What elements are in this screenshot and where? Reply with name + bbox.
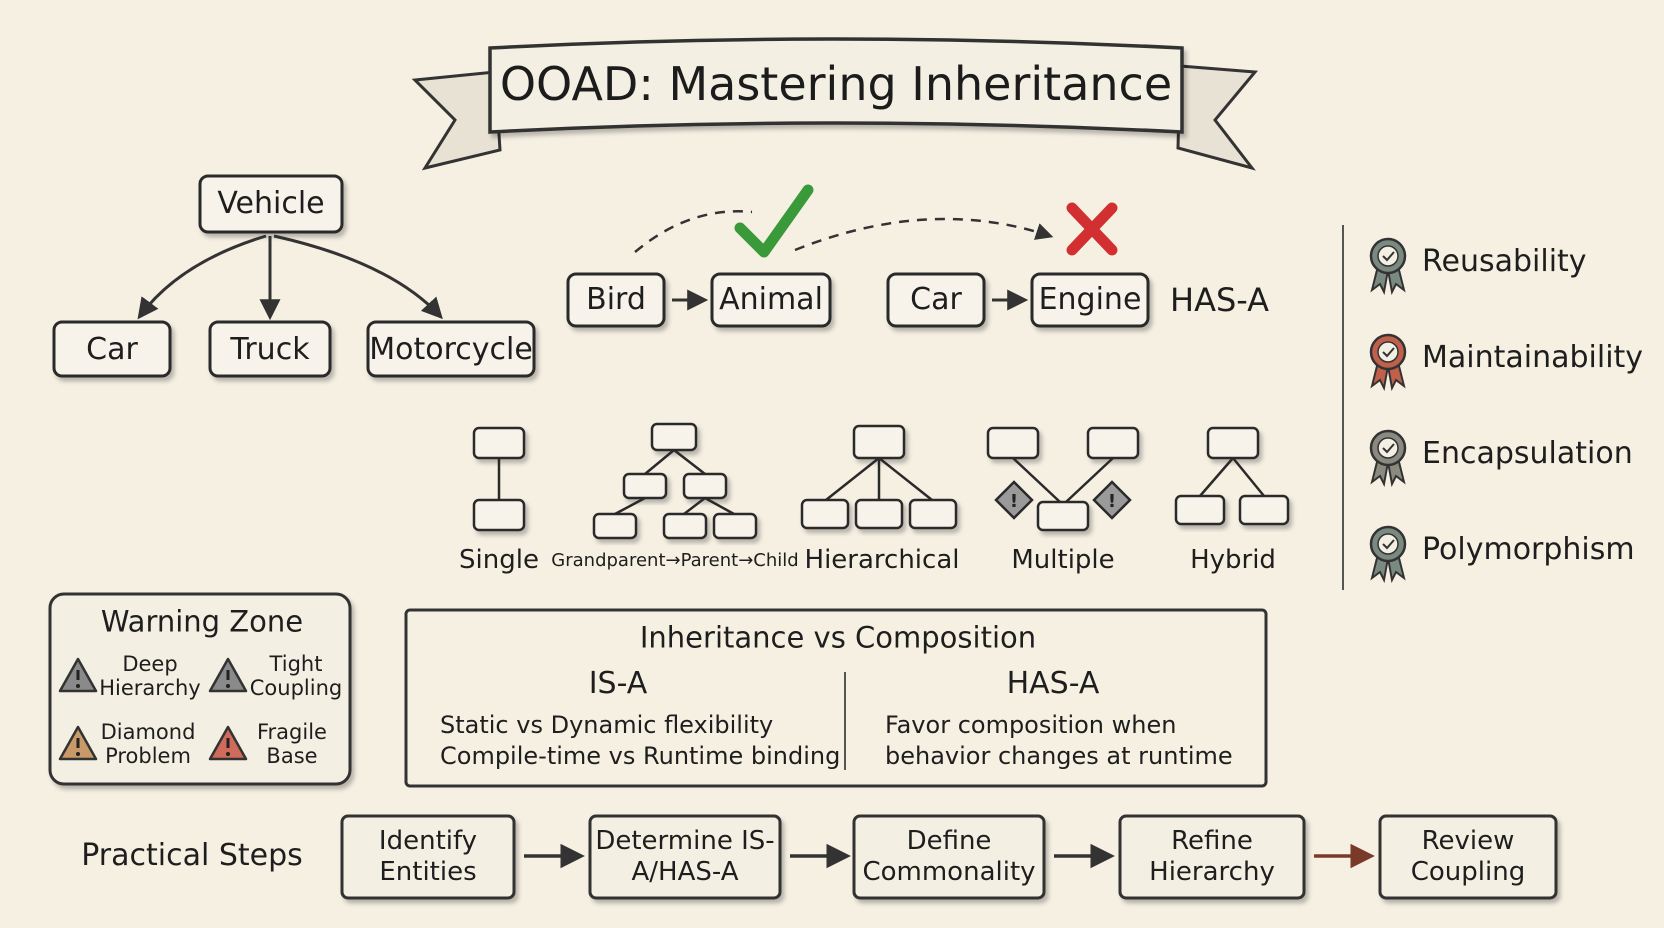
svg-text:!: ! (1108, 491, 1116, 512)
step-identify-entities: Identify Entities (378, 825, 478, 887)
hierarchical-diagram (800, 424, 958, 530)
warning-zone-box (48, 592, 352, 786)
motorcycle-box (366, 320, 536, 378)
svg-text:!: ! (1010, 491, 1018, 512)
engine-label: Engine (1038, 282, 1142, 317)
award-ribbon-icon (1369, 237, 1407, 296)
step-review-coupling: Review Coupling (1410, 825, 1526, 887)
multilevel-diagram (592, 422, 758, 540)
cross-mark-icon (1066, 202, 1118, 256)
warning-icon (58, 657, 98, 693)
comparison-title: Inheritance vs Composition (639, 620, 1037, 655)
type-label-hierarchical: Hierarchical (804, 545, 960, 575)
car-relation-label: Car (910, 282, 962, 317)
car-relation-box (886, 272, 986, 328)
award-ribbon-icon (1369, 333, 1407, 392)
multiple-diagram (986, 426, 1140, 532)
step-refine-hierarchy: Refine Hierarchy (1149, 825, 1275, 887)
benefit-polymorphism: Polymorphism (1422, 532, 1635, 567)
type-label-multilevel: Grandparent→Parent→Child (551, 550, 799, 571)
warning-icon (208, 657, 248, 693)
has-a-label: HAS-A (1170, 281, 1269, 319)
benefit-encapsulation: Encapsulation (1422, 436, 1633, 471)
award-ribbon-icon (1369, 429, 1407, 488)
benefit-maintainability: Maintainability (1422, 340, 1644, 375)
car-box (52, 320, 172, 378)
warning-icon (58, 725, 98, 761)
hybrid-diagram (1174, 426, 1290, 526)
warning-glyphs: ! ! (1010, 491, 1116, 512)
title-banner (411, 37, 1259, 171)
animal-box (710, 272, 832, 328)
vehicle-tree (52, 174, 536, 378)
warning-deep-hierarchy: Deep Hierarchy (99, 651, 201, 700)
type-label-multiple: Multiple (1011, 545, 1115, 575)
comparison-right-text: Favor composition when behavior changes … (885, 710, 1233, 770)
car-label: Car (86, 332, 138, 367)
check-mark-icon (734, 184, 814, 258)
truck-label: Truck (230, 332, 310, 367)
inheritance-types (472, 422, 1290, 540)
steps-boxes (340, 814, 1558, 900)
single-diagram (472, 426, 526, 532)
award-ribbon-icon (1369, 525, 1407, 584)
step-define-commonality: Define Commonality (862, 825, 1036, 887)
step-determine-is-a-has-a: Determine IS-A/HAS-A (595, 825, 775, 887)
warning-fragile-base: Fragile Base (257, 719, 327, 768)
engine-box (1030, 272, 1150, 328)
relations (566, 184, 1150, 328)
vehicle-box (198, 174, 344, 234)
animal-label: Animal (719, 282, 823, 317)
warning-diamond-problem: Diamond Problem (100, 719, 196, 768)
comparison-left-heading: IS-A (588, 666, 648, 701)
type-label-single: Single (459, 545, 539, 575)
diamond-warning-icon (1092, 480, 1132, 520)
practical-steps-label: Practical Steps (81, 838, 303, 873)
type-label-hybrid: Hybrid (1190, 545, 1276, 575)
warning-tight-coupling: Tight Coupling (249, 651, 343, 700)
warning-icons (58, 657, 248, 761)
comparison-right-heading: HAS-A (1006, 666, 1100, 701)
benefit-icons (1369, 237, 1407, 584)
vehicle-label: Vehicle (217, 186, 325, 221)
bird-box (566, 272, 666, 328)
bird-label: Bird (586, 282, 646, 317)
benefit-reusability: Reusability (1422, 244, 1587, 279)
comparison-left-text: Static vs Dynamic flexibility Compile-ti… (440, 710, 841, 770)
page-title: OOAD: Mastering Inheritance (499, 57, 1173, 111)
warning-zone-title: Warning Zone (100, 604, 304, 639)
diamond-warning-icon (994, 480, 1034, 520)
motorcycle-label: Motorcycle (369, 332, 533, 367)
comparison-box (404, 608, 1268, 788)
truck-box (208, 320, 332, 378)
warning-icon (208, 725, 248, 761)
